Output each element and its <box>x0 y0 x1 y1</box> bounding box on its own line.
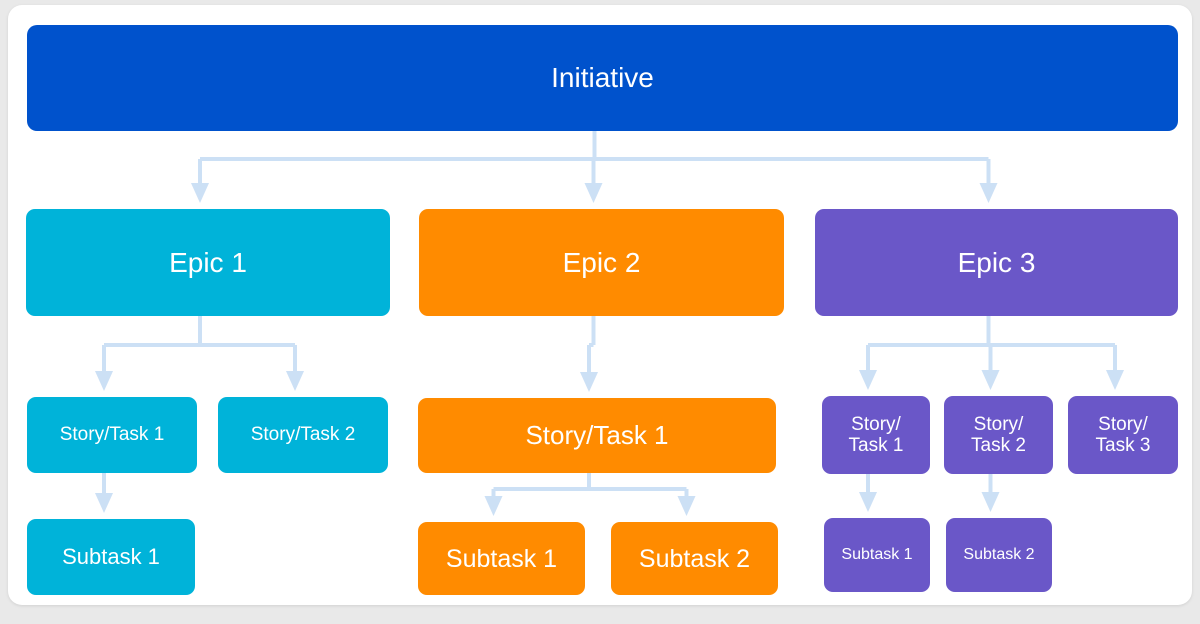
connector-arrowhead <box>584 183 603 203</box>
node-e3-story2[interactable]: Story/ Task 2 <box>944 396 1053 474</box>
connector-arrowhead <box>677 496 696 516</box>
node-e3-story1[interactable]: Story/ Task 1 <box>822 396 930 474</box>
node-epic3[interactable]: Epic 3 <box>815 209 1178 316</box>
connector-arrowhead <box>286 371 304 391</box>
node-e1-story1[interactable]: Story/Task 1 <box>27 397 197 473</box>
node-e2-sub1[interactable]: Subtask 1 <box>418 522 585 595</box>
connector-arrowhead <box>859 370 877 390</box>
connector-arrowhead <box>859 492 877 512</box>
connector-arrowhead <box>95 493 113 513</box>
node-e2-story1[interactable]: Story/Task 1 <box>418 398 776 473</box>
node-e3-story3[interactable]: Story/ Task 3 <box>1068 396 1178 474</box>
node-epic1[interactable]: Epic 1 <box>26 209 390 316</box>
connector-arrowhead <box>191 183 209 203</box>
node-e1-story2[interactable]: Story/Task 2 <box>218 397 388 473</box>
node-initiative[interactable]: Initiative <box>27 25 1178 131</box>
connector-arrowhead <box>979 183 998 203</box>
node-e2-sub2[interactable]: Subtask 2 <box>611 522 778 595</box>
connector-arrowhead <box>981 370 1000 390</box>
connector-arrowhead <box>981 492 1000 512</box>
node-e3-sub2[interactable]: Subtask 2 <box>946 518 1052 592</box>
node-e1-sub1[interactable]: Subtask 1 <box>27 519 195 595</box>
node-e3-sub1[interactable]: Subtask 1 <box>824 518 930 592</box>
connector-arrowhead <box>1106 370 1124 390</box>
connector-arrowhead <box>95 371 113 391</box>
connector-arrowhead <box>484 496 503 516</box>
node-epic2[interactable]: Epic 2 <box>419 209 784 316</box>
connector-arrowhead <box>580 372 598 392</box>
